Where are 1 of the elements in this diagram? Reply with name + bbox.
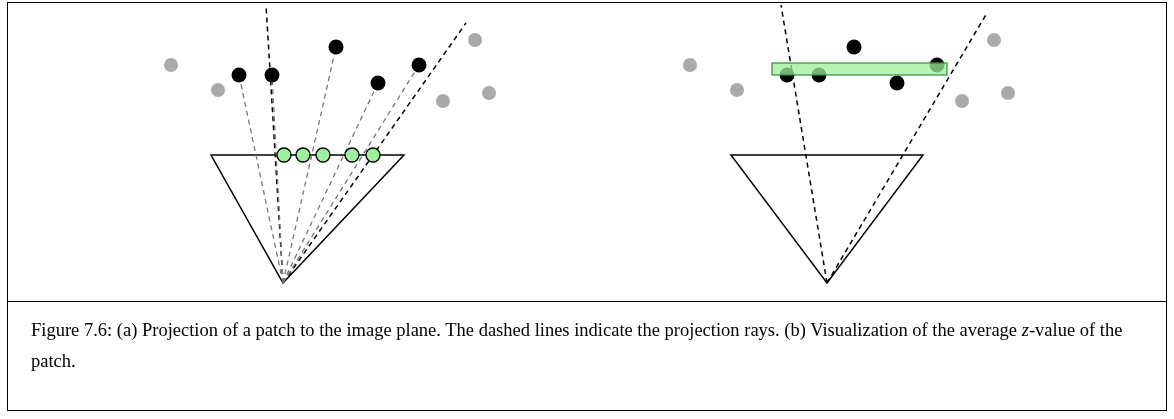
figure-caption: Figure 7.6: (a) Projection of a patch to the image plane. The dashed lines indicate the projection rays. (b) Visualization of the average z-value of the patch. bbox=[31, 319, 1124, 373]
